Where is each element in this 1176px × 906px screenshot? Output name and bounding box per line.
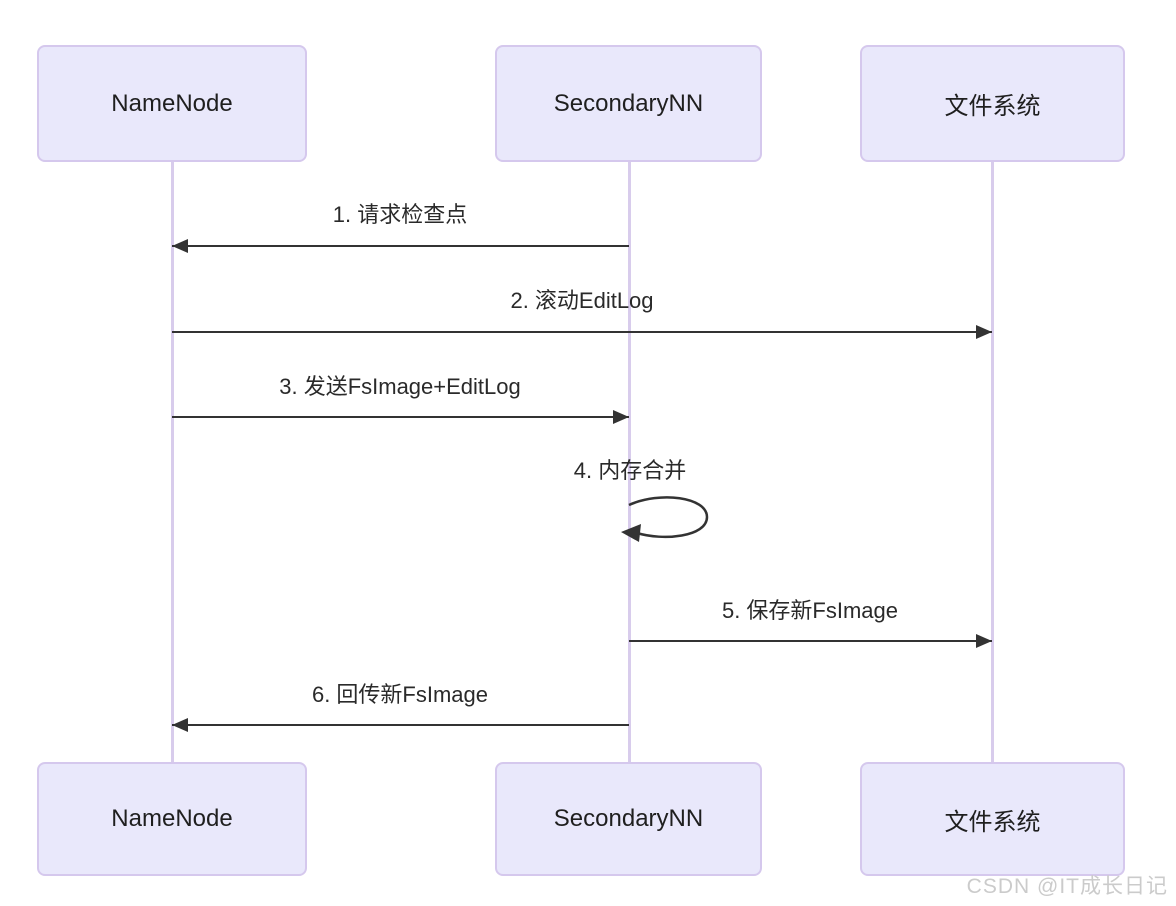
self-loop-arrow-icon <box>621 496 709 542</box>
actor-top-secondarynn: SecondaryNN <box>495 45 762 162</box>
actor-label: 文件系统 <box>944 808 1041 836</box>
arrowhead-right-icon <box>613 410 629 424</box>
arrowhead-left-icon <box>172 718 188 732</box>
actor-label: NameNode <box>111 805 233 832</box>
actor-bottom-secondarynn: SecondaryNN <box>495 762 762 876</box>
actor-label: SecondaryNN <box>553 89 704 117</box>
arrowhead-right-icon <box>976 634 992 648</box>
message-label-3: 3. 发送FsImage+EditLog <box>279 374 521 399</box>
actor-bottom-filesystem: 文件系统 <box>860 762 1125 876</box>
message-label-6: 6. 回传新FsImage <box>311 682 489 707</box>
lifeline-namenode <box>171 162 174 762</box>
lifeline-filesystem <box>991 162 994 762</box>
message-label-2: 2. 滚动EditLog <box>510 288 654 313</box>
actor-label: SecondaryNN <box>553 805 704 832</box>
message-label-4: 4. 内存合并 <box>573 458 687 483</box>
message-line-1 <box>172 245 629 247</box>
message-line-5 <box>629 640 992 642</box>
actor-top-filesystem: 文件系统 <box>860 45 1125 162</box>
message-label-5: 5. 保存新FsImage <box>721 598 899 623</box>
message-line-2 <box>172 331 992 333</box>
arrowhead-left-icon <box>172 239 188 253</box>
actor-bottom-namenode: NameNode <box>37 762 307 876</box>
arrowhead-right-icon <box>976 325 992 339</box>
lifeline-secondarynn <box>628 162 631 762</box>
actor-label: NameNode <box>111 89 233 117</box>
actor-top-namenode: NameNode <box>37 45 307 162</box>
message-label-1: 1. 请求检查点 <box>332 202 468 227</box>
message-line-3 <box>172 416 629 418</box>
message-line-6 <box>172 724 629 726</box>
csdn-watermark: CSDN @IT成长日记 <box>966 875 1168 898</box>
actor-label: 文件系统 <box>944 93 1041 120</box>
